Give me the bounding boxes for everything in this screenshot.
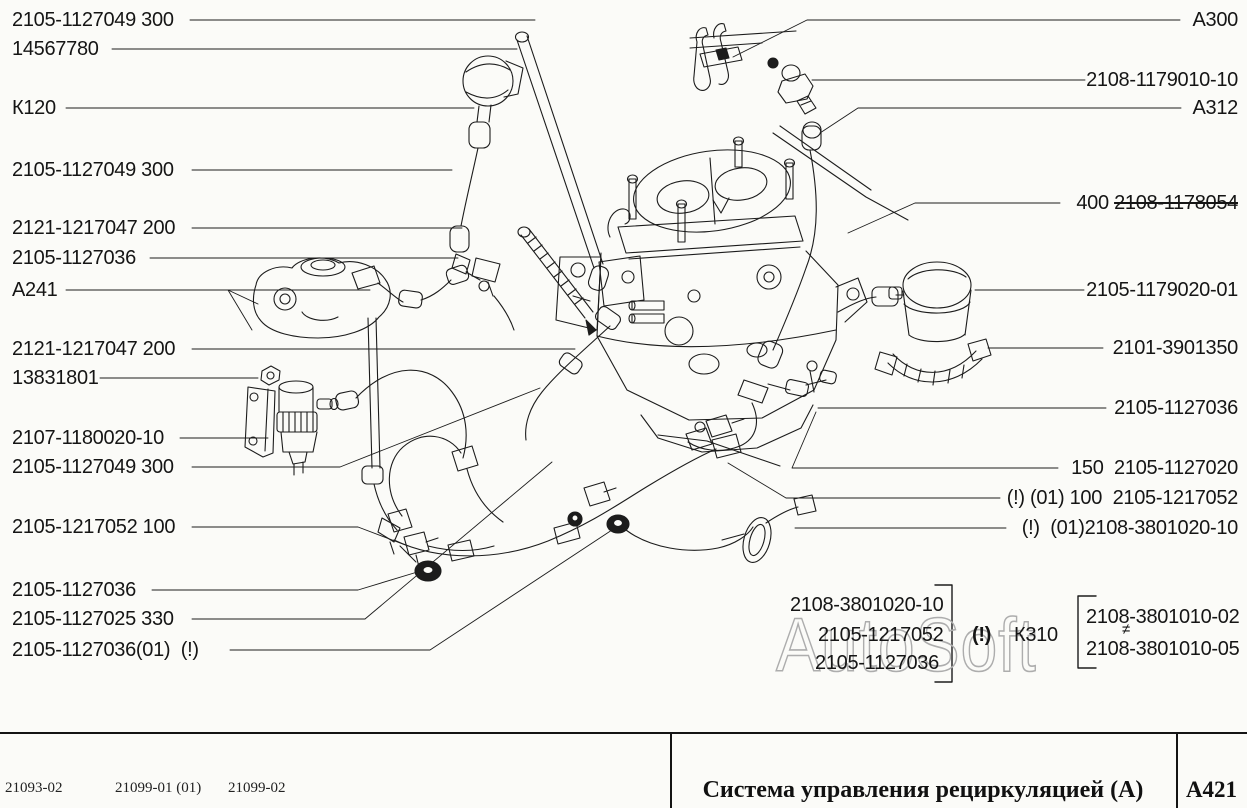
part-label: А312 (1192, 97, 1238, 119)
part-label: 150 2105-1127020 (1071, 457, 1238, 479)
note-mark: (!) (972, 624, 992, 646)
part-label: 2108-3801010-02 (1086, 606, 1240, 628)
stack-bracket-left (1077, 595, 1097, 669)
title-block-divider (0, 732, 1247, 734)
part-label: 2105-1127036 (815, 652, 939, 674)
part-label: 2121-1217047 200 (12, 338, 176, 360)
part-label: 2105-1179020-01 (1086, 279, 1238, 301)
hose-bundle (387, 305, 742, 568)
carburetor (555, 136, 868, 453)
model-code: 21093-02 (5, 780, 63, 796)
sensor (767, 57, 817, 115)
not-equal-sign: ≠ (1122, 621, 1130, 638)
page-code: А421 (1185, 777, 1238, 802)
vacuum-hose-right (685, 121, 837, 451)
part-label: 2105-1127036 (12, 247, 136, 269)
drop-tube (361, 317, 442, 582)
retainer-clip (693, 23, 743, 91)
model-code: 21099-01 (01) (115, 780, 202, 796)
part-label: 2105-1127036 (12, 579, 136, 601)
part-label: А300 (1192, 9, 1238, 31)
part-label: 2105-1127049 300 (12, 9, 174, 31)
part-label: 2105-1127049 300 (12, 159, 174, 181)
vacuum-unit (449, 55, 524, 331)
part-label: 2121-1217047 200 (12, 217, 176, 239)
part-label: 2108-3801010-05 (1086, 638, 1240, 660)
part-label: 2105-1127036 (1114, 397, 1238, 419)
part-label: К120 (12, 97, 56, 119)
part-label: 14567780 (12, 38, 99, 60)
ribbed-hose (874, 338, 992, 386)
stack-bracket-right (934, 584, 953, 683)
part-label: (!) (01) 100 2105-1217052 (1006, 487, 1239, 509)
panel-lines (657, 30, 909, 467)
part-label: 2108-3801020-10 (790, 594, 944, 616)
title-block-divider (670, 734, 672, 808)
part-label: К310 (1014, 624, 1058, 646)
part-label: (!) (01)2108-3801020-10 (1021, 517, 1239, 539)
tube-and-rod (514, 31, 609, 336)
part-label-strikethrough: 2108-1178054 (1114, 192, 1238, 214)
part-label: 2105-1217052 100 (12, 516, 176, 538)
solenoid-valve (244, 365, 504, 523)
part-label: 2105-1127025 330 (12, 608, 174, 630)
leader-lines (65, 19, 1182, 651)
part-label: 13831801 (12, 367, 99, 389)
part-label: 2105-1127036(01) (!) (12, 639, 199, 661)
part-label-struck: 400 2108-1178054 (1076, 192, 1238, 214)
part-label-prefix: 400 (1076, 192, 1115, 214)
part-label: 2108-1179010-10 (1086, 69, 1238, 91)
grommet-hose (606, 494, 817, 563)
model-code: 21099-02 (228, 780, 286, 796)
part-label: 2101-3901350 (1112, 337, 1239, 359)
part-label: 2105-1127049 300 (12, 456, 174, 478)
watermark: AutoSoft (775, 603, 1037, 688)
part-label: 2105-1217052 (818, 624, 944, 646)
canister (837, 261, 972, 343)
part-label: 2107-1180020-10 (12, 427, 164, 449)
reservoir (252, 257, 470, 339)
part-label: А241 (12, 279, 58, 301)
title-block-divider (1176, 734, 1178, 808)
page-title: Система управления рециркуляцией (А) (702, 777, 1144, 803)
